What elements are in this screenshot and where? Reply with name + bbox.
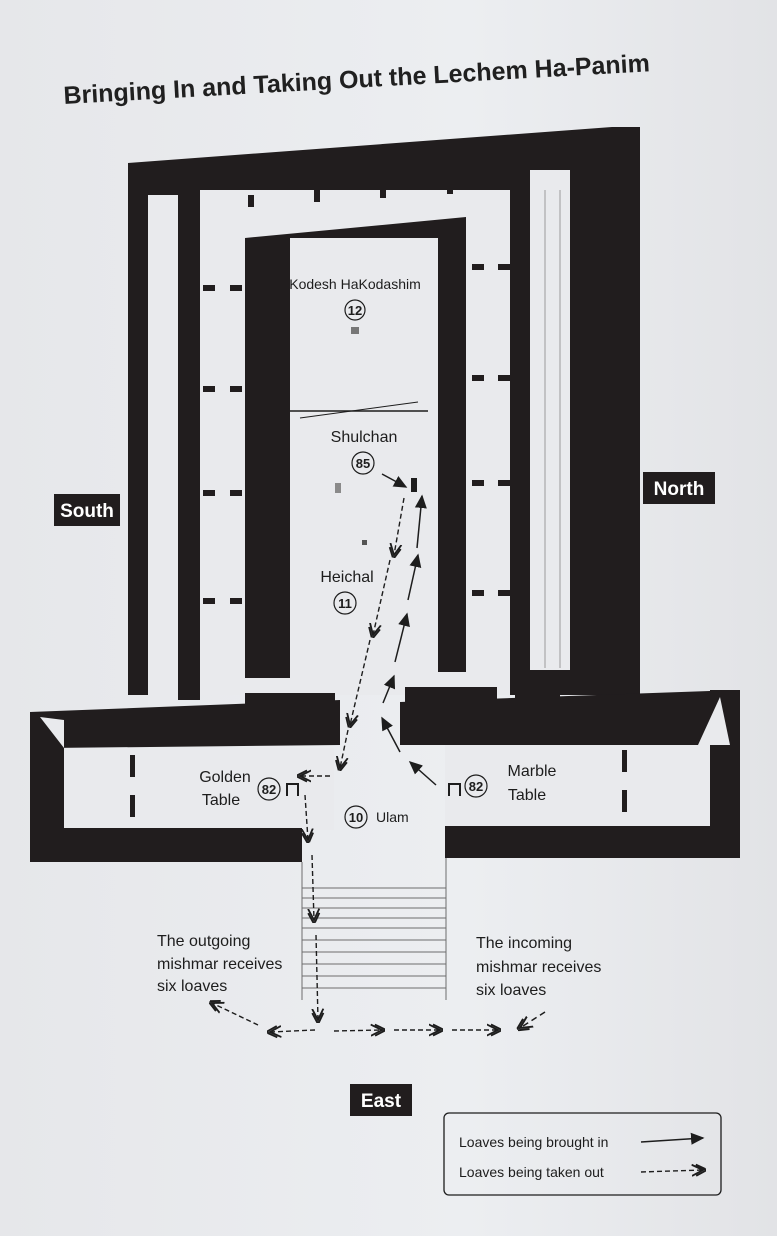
marble-table-number: 82 xyxy=(469,779,483,794)
legend-solid-arrow xyxy=(640,1132,705,1145)
building-walls xyxy=(30,127,740,862)
kodesh-number: 12 xyxy=(348,303,362,318)
heichal-number: 11 xyxy=(338,596,352,611)
menorah-marker xyxy=(335,483,341,493)
legend-dashed-arrow xyxy=(640,1170,703,1172)
outgoing-note-line1: The outgoing xyxy=(157,933,250,950)
ulam-number: 10 xyxy=(349,810,363,825)
diagram-title: Bringing In and Taking Out the Lechem Ha… xyxy=(63,49,651,110)
shulchan-number: 85 xyxy=(356,456,370,471)
incoming-note-line2: mishmar receives xyxy=(476,959,601,976)
brought-in-path xyxy=(381,473,546,1028)
marble-table-icon xyxy=(448,783,461,796)
altar-marker xyxy=(362,540,367,545)
outgoing-note-line3: six loaves xyxy=(157,978,227,995)
east-label: East xyxy=(361,1091,402,1112)
incoming-note-line3: six loaves xyxy=(476,982,546,999)
marble-table-label-line1: Marble xyxy=(508,763,557,780)
legend-box xyxy=(443,1112,722,1196)
golden-table-number: 82 xyxy=(262,782,276,797)
legend: Loaves being brought in Loaves being tak… xyxy=(443,1112,722,1196)
shulchan-label: Shulchan xyxy=(331,429,398,446)
incoming-note: The incoming mishmar receives six loaves xyxy=(476,935,601,999)
shulchan-number-circle xyxy=(351,451,375,475)
incoming-note-line1: The incoming xyxy=(476,935,572,952)
legend-taken-out-label: Loaves being taken out xyxy=(459,1164,604,1180)
outgoing-note-line2: mishmar receives xyxy=(157,956,282,973)
ulam-label: Ulam xyxy=(376,809,409,825)
legend-brought-in-label: Loaves being brought in xyxy=(459,1134,608,1150)
shulchan-marker xyxy=(411,478,417,492)
golden-table-label-line1: Golden xyxy=(199,769,251,786)
heichal-number-circle xyxy=(333,591,357,615)
east-badge xyxy=(350,1084,412,1116)
heichal-label: Heichal xyxy=(320,569,373,586)
entrance-steps xyxy=(301,858,447,1000)
golden-table-number-circle xyxy=(257,777,281,801)
ulam-number-circle xyxy=(344,805,368,829)
marble-table-label-line2: Table xyxy=(508,787,546,804)
golden-table-label-line2: Table xyxy=(202,792,240,809)
outgoing-note: The outgoing mishmar receives six loaves xyxy=(157,933,282,995)
kodesh-number-circle xyxy=(344,299,366,321)
kodesh-hakodashim-label: Kodesh HaKodashim xyxy=(289,276,421,292)
taken-out-path xyxy=(212,497,498,1032)
north-label: North xyxy=(654,479,705,500)
south-badge xyxy=(54,494,120,526)
ark-marker xyxy=(351,327,359,334)
golden-table-icon xyxy=(286,783,299,796)
south-label: South xyxy=(60,501,114,522)
north-badge xyxy=(643,472,715,504)
marble-table-number-circle xyxy=(464,774,488,798)
